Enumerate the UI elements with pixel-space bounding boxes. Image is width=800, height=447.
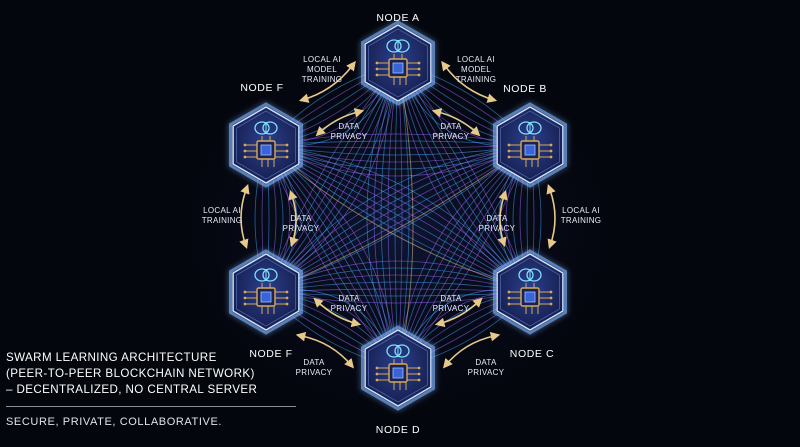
- processor-chip-icon: [375, 54, 421, 85]
- double-arrow-icon: [434, 297, 483, 328]
- double-arrow-icon: [298, 60, 356, 103]
- connection-strand-a-e: [265, 62, 399, 293]
- connection-strand-c-f: [265, 144, 531, 293]
- node-f: [229, 102, 303, 188]
- processor-chip-icon: [507, 136, 553, 167]
- connection-strand-a-d: [380, 62, 399, 369]
- brain-icon: [386, 39, 410, 53]
- connection-strand-c-f: [265, 144, 531, 293]
- node-hexagon-glow: [229, 102, 303, 188]
- node-layer: [229, 20, 567, 411]
- connection-strand-a-d: [366, 62, 399, 369]
- connection-strand-a-e: [265, 62, 399, 293]
- connection-strand-a-c: [397, 62, 531, 293]
- node-hexagon-inner: [368, 28, 428, 98]
- node-hexagon-inner: [368, 333, 428, 403]
- node-hexagon-inner: [236, 257, 296, 327]
- connection-strand-a-d: [373, 62, 399, 369]
- double-arrow-icon: [546, 183, 557, 250]
- node-name-a: NODE A: [376, 12, 419, 24]
- connection-strand-a-c: [397, 62, 531, 293]
- caption-block: SWARM LEARNING ARCHITECTURE (PEER-TO-PEE…: [6, 350, 306, 428]
- caption-tagline: SECURE, PRIVATE, COLLABORATIVE.: [6, 416, 223, 428]
- node-hexagon-inner: [236, 110, 296, 180]
- connection-strand-a-e: [265, 62, 399, 293]
- node-name-e: NODE F: [249, 348, 292, 360]
- connection-strand-a-c: [397, 62, 531, 293]
- node-hexagon-glow: [493, 249, 567, 335]
- node-hexagon-glow: [361, 20, 435, 106]
- node-hexagon-glow: [361, 325, 435, 411]
- connection-strand-c-f: [265, 144, 531, 293]
- double-arrow-icon: [497, 189, 508, 248]
- double-arrow-icon: [315, 108, 365, 137]
- brain-icon: [386, 344, 410, 358]
- gold-flow-a-d: [397, 62, 414, 369]
- edge-label-layer: NODE A NODE B NODE C NODE D NODE F NODE F LOCA…: [202, 12, 602, 436]
- double-arrow-icon: [441, 60, 498, 103]
- processor-chip-icon: [375, 359, 421, 390]
- connection-strand-a-c: [397, 62, 531, 293]
- node-hexagon-glow: [493, 102, 567, 188]
- node-d: [361, 325, 435, 411]
- node-name-c: NODE C: [510, 348, 554, 360]
- brain-icon: [518, 268, 542, 282]
- caption-divider: [6, 406, 296, 407]
- caption-title-line-3: – DECENTRALIZED, NO CENTRAL SERVER: [6, 383, 258, 396]
- processor-chip-icon: [507, 283, 553, 314]
- node-name-d: NODE D: [376, 424, 420, 436]
- arrow-layer: [239, 60, 557, 369]
- node-e: [229, 249, 303, 335]
- double-arrow-icon: [288, 189, 299, 248]
- connection-strand-a-e: [265, 62, 399, 293]
- double-arrow-icon: [239, 183, 250, 250]
- connection-strand-b-e: [265, 144, 531, 293]
- double-arrow-icon: [313, 297, 362, 328]
- caption-title-line-1: SWARM LEARNING ARCHITECTURE: [6, 351, 217, 364]
- connection-strand-a-e: [265, 62, 399, 293]
- brain-icon: [254, 121, 278, 135]
- double-arrow-icon: [295, 331, 355, 369]
- node-hexagon-inner: [500, 257, 560, 327]
- connection-strand-a-c: [397, 62, 531, 293]
- processor-chip-icon: [243, 283, 289, 314]
- caption-title-line-2: (PEER-TO-PEER BLOCKCHAIN NETWORK): [6, 367, 255, 380]
- node-name-b: NODE B: [503, 83, 547, 95]
- connection-strand-b-e: [265, 144, 531, 293]
- connection-strand-a-e: [265, 62, 399, 293]
- node-c: [493, 249, 567, 335]
- node-hexagon-inner: [500, 110, 560, 180]
- double-arrow-icon: [442, 331, 501, 369]
- processor-chip-icon: [243, 136, 289, 167]
- node-a: [361, 20, 435, 106]
- brain-icon: [518, 121, 542, 135]
- brain-icon: [254, 268, 278, 282]
- node-b: [493, 102, 567, 188]
- node-name-f: NODE F: [240, 82, 283, 94]
- node-hexagon-glow: [229, 249, 303, 335]
- double-arrow-icon: [431, 108, 481, 137]
